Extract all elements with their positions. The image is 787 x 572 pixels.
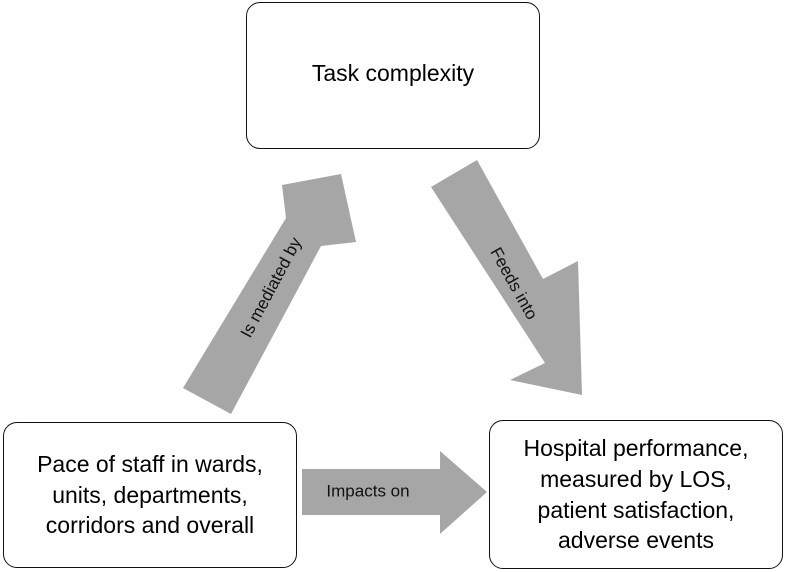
node-pace-of-staff-label: Pace of staff in wards, units, departmen… — [37, 451, 263, 539]
arrow-impacts-on: Impacts on — [302, 451, 487, 534]
node-task-complexity: Task complexity — [246, 2, 540, 149]
node-hospital-performance: Hospital performance, measured by LOS, p… — [489, 420, 783, 569]
arrow-is-mediated-by-shape — [183, 174, 356, 414]
node-pace-of-staff: Pace of staff in wards, units, departmen… — [3, 422, 297, 568]
arrow-feeds-into-shape — [431, 160, 582, 395]
node-task-complexity-label: Task complexity — [311, 60, 475, 87]
arrow-feeds-into: Feeds into — [431, 160, 582, 395]
arrow-impacts-on-shape — [302, 451, 487, 534]
arrow-impacts-on-label: Impacts on — [326, 481, 409, 500]
node-hospital-performance-label: Hospital performance, measured by LOS, p… — [523, 435, 749, 554]
arrow-is-mediated-by: Is mediated by — [183, 174, 356, 414]
